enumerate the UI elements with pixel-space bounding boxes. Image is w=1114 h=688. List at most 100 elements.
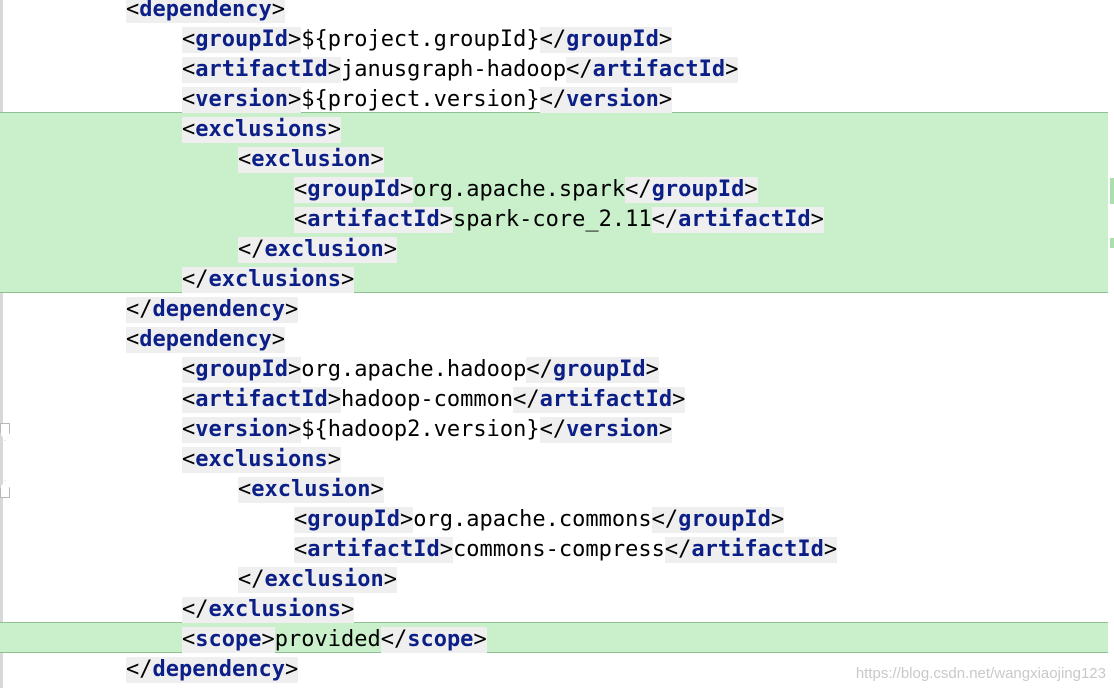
xml-tag-name: exclusions (195, 447, 328, 472)
xml-open-tag: <exclusion> (238, 147, 384, 173)
xml-tag-name: dependency (152, 297, 285, 322)
code-line[interactable]: <version>${hadoop2.version}</version> (182, 415, 673, 445)
xml-tag-name: groupId (307, 507, 400, 532)
change-marker[interactable] (1110, 238, 1114, 248)
code-line[interactable]: <exclusions> (182, 445, 341, 475)
code-line[interactable]: <scope>provided</scope> (182, 625, 487, 655)
xml-close-tag: </artifactId> (651, 207, 824, 233)
code-line[interactable]: <dependency> (126, 325, 285, 355)
xml-text-value: janusgraph-hadoop (340, 57, 567, 82)
xml-close-tag: </dependency> (126, 297, 299, 323)
xml-close-tag: </groupId> (625, 177, 758, 203)
xml-close-tag: </version> (539, 417, 673, 443)
xml-tag-name: artifactId (691, 537, 824, 562)
xml-tag-name: dependency (152, 657, 285, 682)
xml-close-tag: </scope> (380, 627, 487, 653)
watermark: https://blog.csdn.net/wangxiaojing123 (855, 665, 1106, 682)
code-line[interactable]: <version>${project.version}</version> (182, 85, 673, 115)
xml-text-value: spark-core_2.11 (452, 207, 652, 232)
code-line[interactable]: </dependency> (126, 295, 299, 325)
xml-open-tag: <artifactId> (182, 57, 341, 83)
xml-text-value: ${project.version} (301, 87, 540, 112)
xml-tag-name: dependency (139, 0, 272, 22)
xml-open-tag: <groupId> (182, 357, 302, 383)
code-line[interactable]: <exclusions> (182, 115, 341, 145)
editor-gutter[interactable] (0, 0, 3, 688)
code-line[interactable]: <artifactId>janusgraph-hadoop</artifactI… (182, 55, 739, 85)
xml-open-tag: <version> (182, 87, 302, 113)
xml-open-tag: <artifactId> (182, 387, 341, 413)
xml-text-value: org.apache.commons (413, 507, 652, 532)
code-line[interactable]: <groupId>${project.groupId}</groupId> (182, 25, 673, 55)
code-line[interactable]: <artifactId>spark-core_2.11</artifactId> (294, 205, 824, 235)
xml-close-tag: </exclusion> (238, 567, 397, 593)
xml-open-tag: <artifactId> (294, 207, 453, 233)
xml-tag-name: artifactId (307, 537, 440, 562)
xml-tag-name: version (566, 87, 659, 112)
code-line[interactable]: </exclusion> (238, 235, 397, 265)
xml-tag-name: version (195, 87, 288, 112)
code-line[interactable]: <exclusion> (238, 475, 384, 505)
xml-tag-name: artifactId (195, 57, 328, 82)
code-line[interactable]: <groupId>org.apache.spark</groupId> (294, 175, 758, 205)
xml-text-value: hadoop-common (340, 387, 514, 412)
xml-tag-name: scope (407, 627, 474, 652)
code-line[interactable]: <groupId>org.apache.hadoop</groupId> (182, 355, 659, 385)
xml-open-tag: <dependency> (126, 327, 285, 353)
xml-tag-name: exclusions (195, 117, 328, 142)
xml-tag-name: groupId (307, 177, 400, 202)
code-line[interactable]: <groupId>org.apache.commons</groupId> (294, 505, 785, 535)
xml-tag-name: version (195, 417, 288, 442)
fold-toggle-icon[interactable] (0, 423, 10, 441)
code-line[interactable]: <exclusion> (238, 145, 384, 175)
xml-text-value: ${hadoop2.version} (301, 417, 540, 442)
xml-tag-name: groupId (195, 27, 288, 52)
xml-close-tag: </exclusions> (182, 597, 355, 623)
xml-tag-name: exclusion (251, 477, 371, 502)
xml-close-tag: </exclusion> (238, 237, 397, 263)
xml-tag-name: version (566, 417, 659, 442)
xml-tag-name: groupId (651, 177, 745, 202)
xml-close-tag: </groupId> (539, 27, 673, 53)
code-line[interactable]: </exclusions> (182, 595, 355, 625)
xml-close-tag: </groupId> (526, 357, 659, 383)
xml-tag-name: dependency (139, 327, 272, 352)
xml-text-value: org.apache.hadoop (301, 357, 527, 382)
xml-text-value: ${project.groupId} (301, 27, 540, 52)
code-line[interactable]: <dependency> (126, 0, 285, 25)
xml-close-tag: </artifactId> (566, 57, 739, 83)
xml-tag-name: exclusion (264, 567, 384, 592)
xml-tag-name: exclusions (208, 597, 341, 622)
xml-tag-name: exclusion (251, 147, 371, 172)
xml-tag-name: scope (195, 627, 262, 652)
xml-open-tag: <scope> (182, 627, 275, 653)
code-line[interactable]: </exclusions> (182, 265, 355, 295)
xml-tag-name: exclusions (208, 267, 341, 292)
xml-close-tag: </artifactId> (513, 387, 686, 413)
added-line-highlight (0, 622, 1108, 653)
code-line[interactable]: <artifactId>commons-compress</artifactId… (294, 535, 838, 565)
code-line[interactable]: </exclusion> (238, 565, 397, 595)
xml-close-tag: </dependency> (126, 657, 299, 683)
change-marker[interactable] (1110, 178, 1114, 204)
code-line[interactable]: <artifactId>hadoop-common</artifactId> (182, 385, 686, 415)
xml-open-tag: <groupId> (294, 177, 414, 203)
xml-open-tag: <exclusions> (182, 117, 341, 143)
xml-text-value: commons-compress (452, 537, 665, 562)
xml-close-tag: </version> (539, 87, 673, 113)
xml-tag-name: artifactId (307, 207, 440, 232)
xml-tag-name: artifactId (539, 387, 673, 412)
xml-tag-name: artifactId (195, 387, 328, 412)
fold-end-icon[interactable] (0, 480, 10, 498)
xml-open-tag: <artifactId> (294, 537, 453, 563)
xml-open-tag: <dependency> (126, 0, 285, 23)
xml-open-tag: <exclusions> (182, 447, 341, 473)
code-line[interactable]: </dependency> (126, 655, 299, 685)
xml-tag-name: groupId (552, 357, 646, 382)
xml-tag-name: groupId (566, 27, 659, 52)
xml-open-tag: <version> (182, 417, 302, 443)
xml-text-value: org.apache.spark (413, 177, 626, 202)
xml-close-tag: </artifactId> (664, 537, 838, 563)
xml-tag-name: groupId (195, 357, 288, 382)
